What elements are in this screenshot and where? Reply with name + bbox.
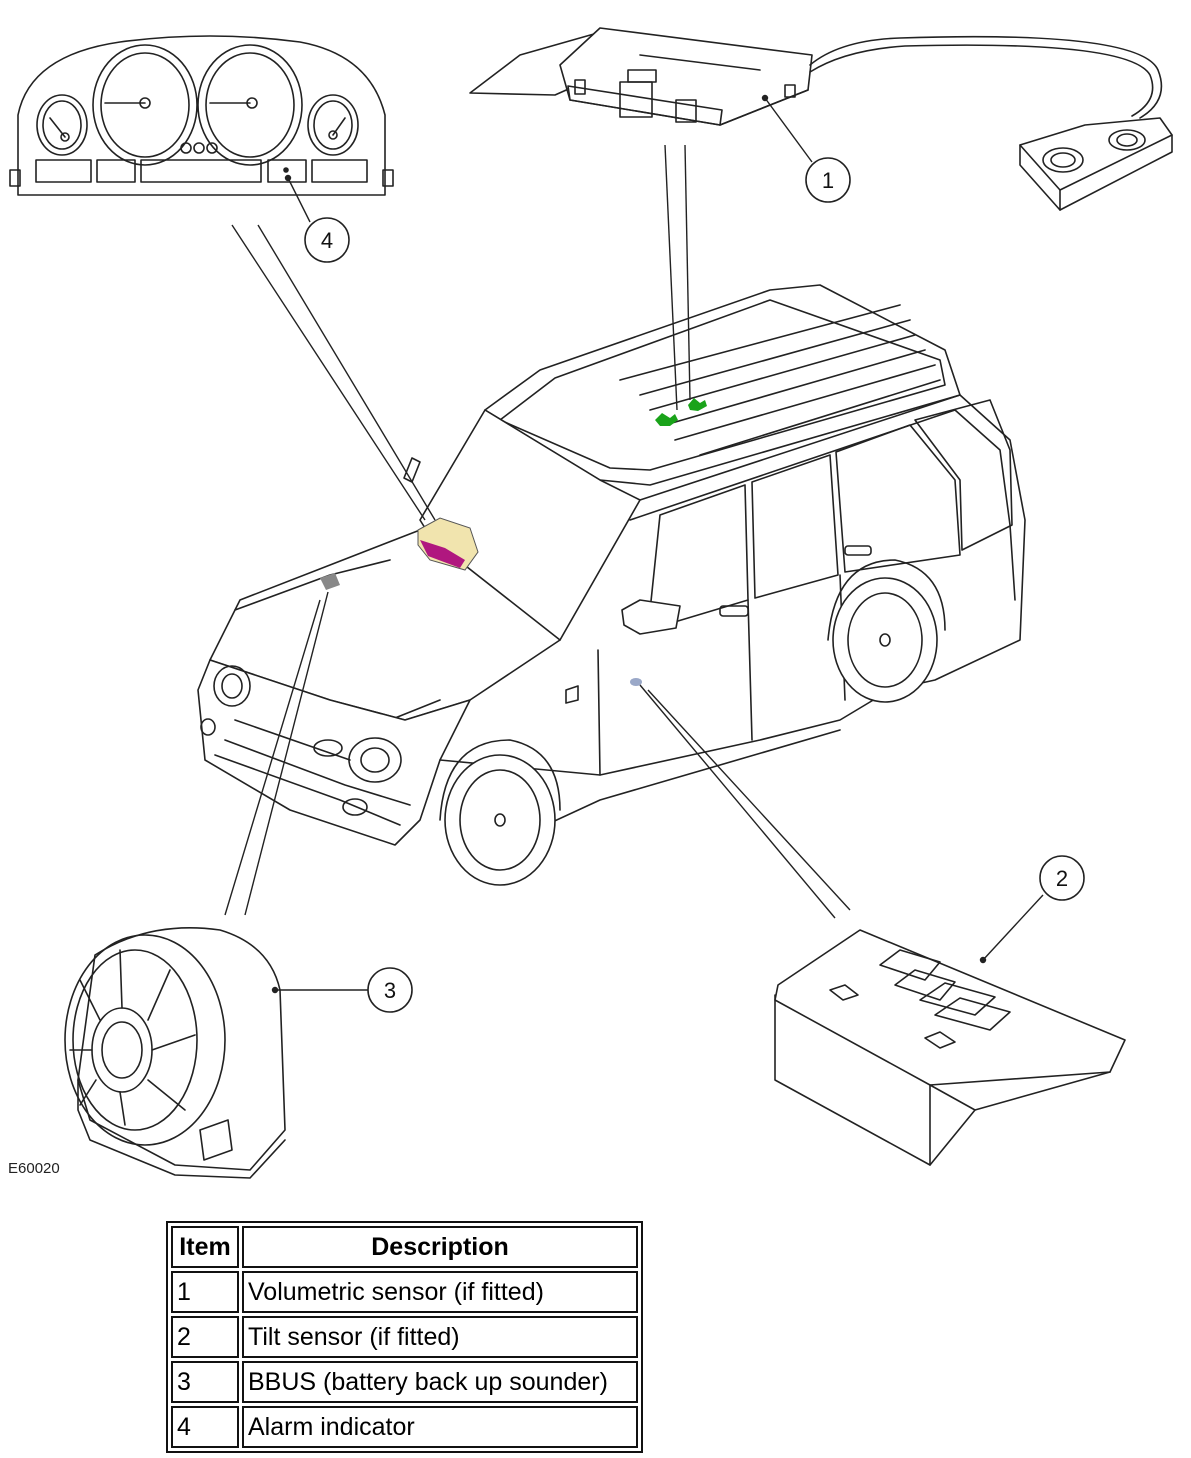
tilt-sensor — [774, 929, 1126, 1166]
figure-id: E60020 — [8, 1160, 60, 1177]
callout-1: 1 — [805, 157, 851, 203]
leader-lines — [224, 94, 1044, 994]
callout-3-label: 3 — [384, 978, 396, 1003]
instrument-cluster — [9, 35, 394, 196]
legend-item-description: Alarm indicator — [242, 1406, 638, 1448]
component-diagram: 1 2 3 4 E60020 — [8, 27, 1173, 1179]
table-row: 2 Tilt sensor (if fitted) — [171, 1316, 638, 1358]
vehicle-highlights — [320, 398, 707, 686]
callout-1-label: 1 — [822, 168, 834, 193]
legend-header-row: Item Description — [171, 1226, 638, 1268]
table-row: 1 Volumetric sensor (if fitted) — [171, 1271, 638, 1313]
callout-2-label: 2 — [1056, 866, 1068, 891]
callout-4-label: 4 — [321, 228, 333, 253]
legend-item-description: Tilt sensor (if fitted) — [242, 1316, 638, 1358]
vehicle-outline — [197, 284, 1026, 886]
legend-header-item: Item — [171, 1226, 239, 1268]
table-row: 3 BBUS (battery back up sounder) — [171, 1361, 638, 1403]
legend-item-number: 4 — [171, 1406, 239, 1448]
legend-item-number: 2 — [171, 1316, 239, 1358]
callout-4: 4 — [304, 217, 350, 263]
bbus-sounder — [64, 927, 286, 1179]
legend-item-number: 1 — [171, 1271, 239, 1313]
legend-header-description: Description — [242, 1226, 638, 1268]
table-row: 4 Alarm indicator — [171, 1406, 638, 1448]
callout-2: 2 — [1039, 855, 1085, 901]
callout-3: 3 — [367, 967, 413, 1013]
legend-item-description: Volumetric sensor (if fitted) — [242, 1271, 638, 1313]
volumetric-sensor — [469, 27, 1173, 211]
legend-table: Item Description 1 Volumetric sensor (if… — [166, 1221, 643, 1453]
legend-item-description: BBUS (battery back up sounder) — [242, 1361, 638, 1403]
legend-item-number: 3 — [171, 1361, 239, 1403]
